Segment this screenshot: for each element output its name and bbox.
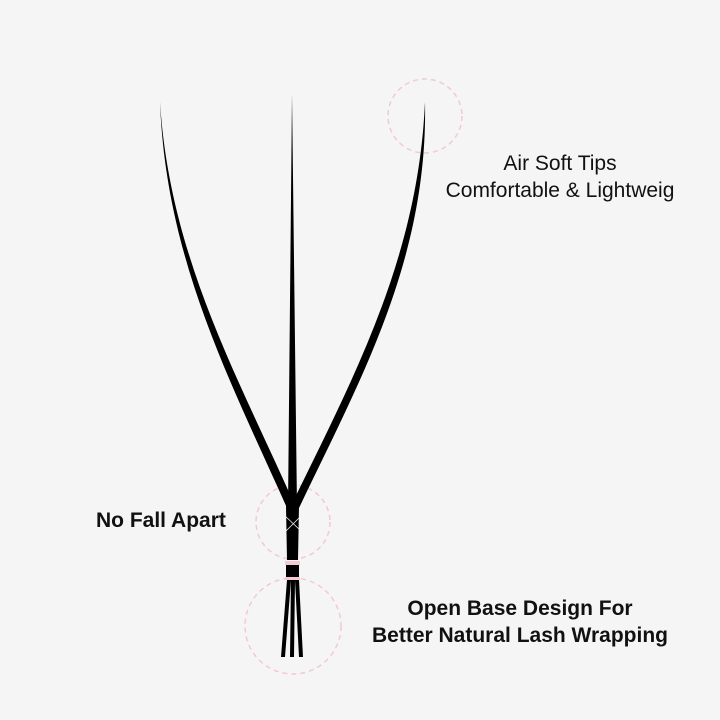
- joint-twist-line: [284, 516, 301, 533]
- tips-line-2: Comfortable & Lightweig: [445, 179, 675, 202]
- base-strand-left: [281, 580, 291, 657]
- joint-bond-mark: [285, 577, 300, 580]
- left-lash-strand: [160, 102, 296, 508]
- joint-twist-line: [283, 514, 301, 531]
- open-base-label: Open Base Design For Better Natural Lash…: [340, 595, 700, 649]
- tip-highlight-circle: [387, 78, 463, 154]
- air-soft-tips-label: Air Soft Tips Comfortable & Lightweig: [420, 150, 700, 204]
- base-line-2: Better Natural Lash Wrapping: [372, 624, 668, 647]
- no-fall-apart-label: No Fall Apart: [96, 509, 226, 532]
- base-strand-center: [290, 580, 295, 657]
- right-lash-strand: [290, 102, 426, 508]
- lash-joint: [286, 506, 299, 560]
- tips-line-1: Air Soft Tips: [503, 152, 617, 175]
- base-strand-right: [295, 580, 303, 657]
- lash-joint-lower: [286, 565, 299, 577]
- joint-bond-mark: [285, 561, 300, 565]
- base-line-1: Open Base Design For: [407, 597, 633, 620]
- center-lash-strand: [288, 94, 297, 508]
